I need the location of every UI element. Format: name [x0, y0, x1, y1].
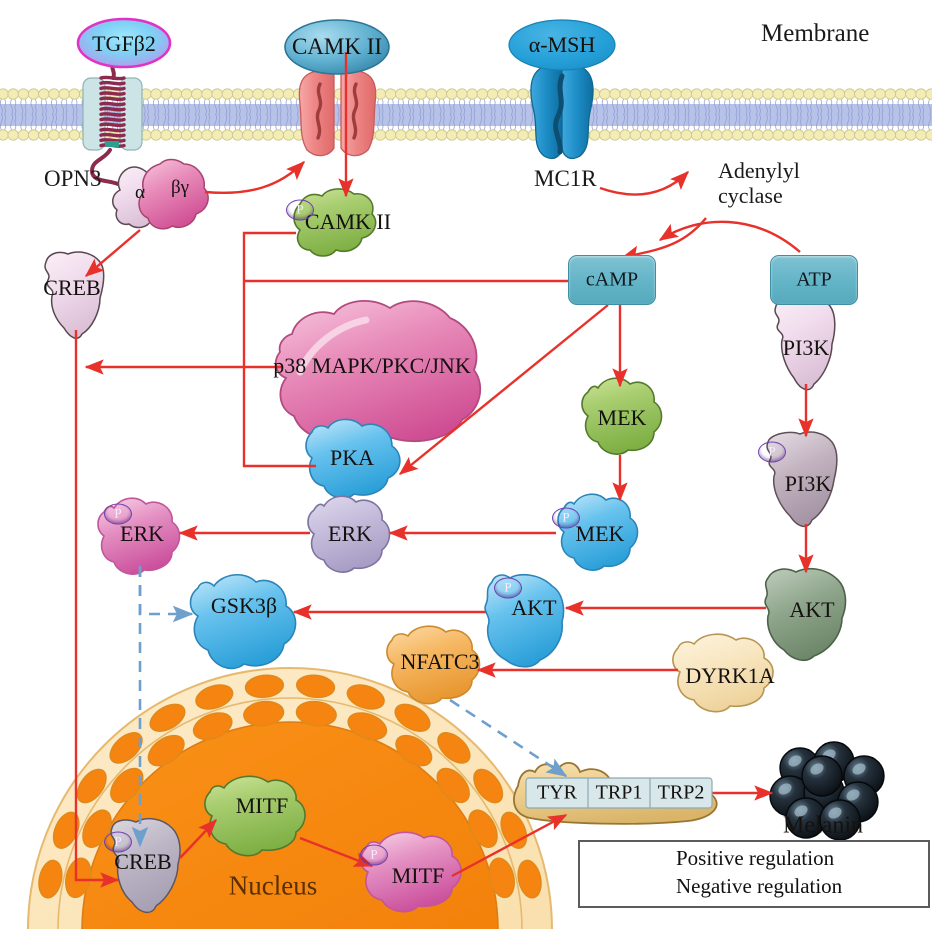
legend-label-negative: Negative regulation — [676, 874, 843, 898]
mc1r-receptor — [508, 19, 616, 160]
g-protein — [112, 158, 209, 230]
negative-arrows — [131, 566, 568, 848]
arrow-atp-to-camp — [658, 220, 801, 253]
node-mek — [581, 377, 663, 455]
node-erk — [307, 495, 391, 573]
legend-label-positive: Positive regulation — [676, 846, 835, 870]
enzyme-strip-bg — [525, 777, 713, 809]
arrow-erkp-to-gsk3b — [138, 566, 194, 623]
camk2-channel — [284, 19, 390, 157]
arrow-nfatc3-to-melanosome — [449, 698, 568, 778]
phospho-badge-pi3k: P — [758, 441, 786, 463]
phospho-badge-camk2: P — [286, 199, 314, 221]
arrow-gprotein-to-camk2 — [204, 160, 306, 194]
phospho-badge-akt: P — [494, 577, 522, 599]
phospho-badge-erk: P — [104, 503, 132, 525]
phospho-badge-mitf: P — [360, 844, 388, 866]
node-pi3k — [774, 295, 836, 391]
line-camk2p-bus — [242, 231, 316, 468]
line-creb-to-nucleus — [74, 330, 120, 888]
node-atp: ATP — [770, 255, 858, 305]
node-atp-label: ATP — [796, 268, 832, 291]
arrow-mitfp-to-melanosome — [451, 813, 568, 878]
arrow-mc1r-to-adenylyl — [599, 170, 690, 196]
arrow-gprotein-to-creb — [84, 229, 141, 277]
node-nfatc3 — [386, 625, 481, 705]
legend — [578, 840, 930, 908]
positive-orthogonal — [74, 231, 570, 888]
phospho-badge-mek: P — [552, 507, 580, 529]
node-mek-p — [557, 493, 639, 571]
node-akt — [764, 567, 847, 662]
melanin-cluster — [769, 741, 885, 841]
arrow-crebnuc-to-mitf — [179, 818, 217, 859]
node-p38 — [274, 300, 482, 448]
node-pka — [305, 418, 401, 499]
node-gsk3b — [189, 574, 297, 670]
phospho-badge-creb-nuc: P — [104, 831, 132, 853]
tgfb2-ligand — [76, 17, 172, 69]
node-camp: cAMP — [568, 255, 656, 305]
arrow-camp-to-pka — [398, 304, 609, 475]
node-camk2-p — [293, 188, 377, 257]
node-dyrk1a — [672, 633, 774, 713]
node-camp-label: cAMP — [585, 268, 639, 291]
arrow-mitf-to-mitfp — [299, 836, 374, 868]
node-creb-cyto — [44, 251, 105, 339]
